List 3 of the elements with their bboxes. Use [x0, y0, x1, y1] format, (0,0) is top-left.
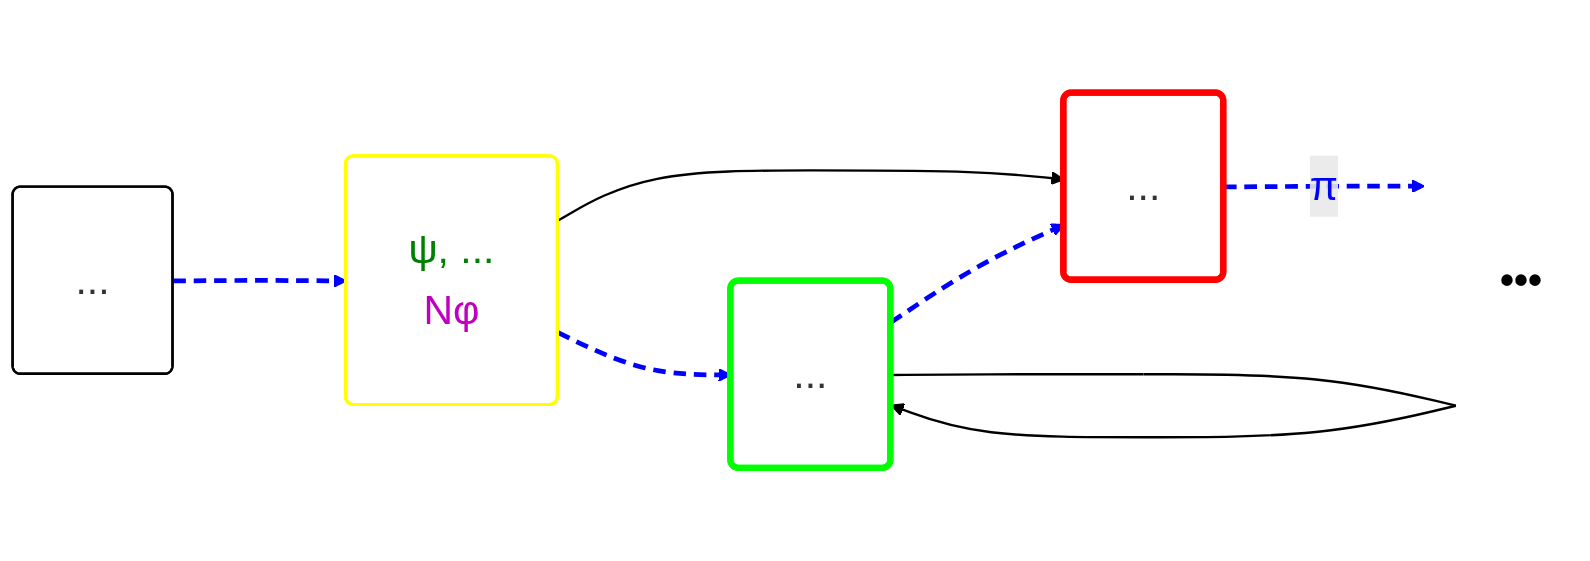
arrow: [1224, 179, 1426, 194]
edge-label: π: [1309, 162, 1338, 210]
ellipsis-text: •••: [1500, 258, 1543, 303]
